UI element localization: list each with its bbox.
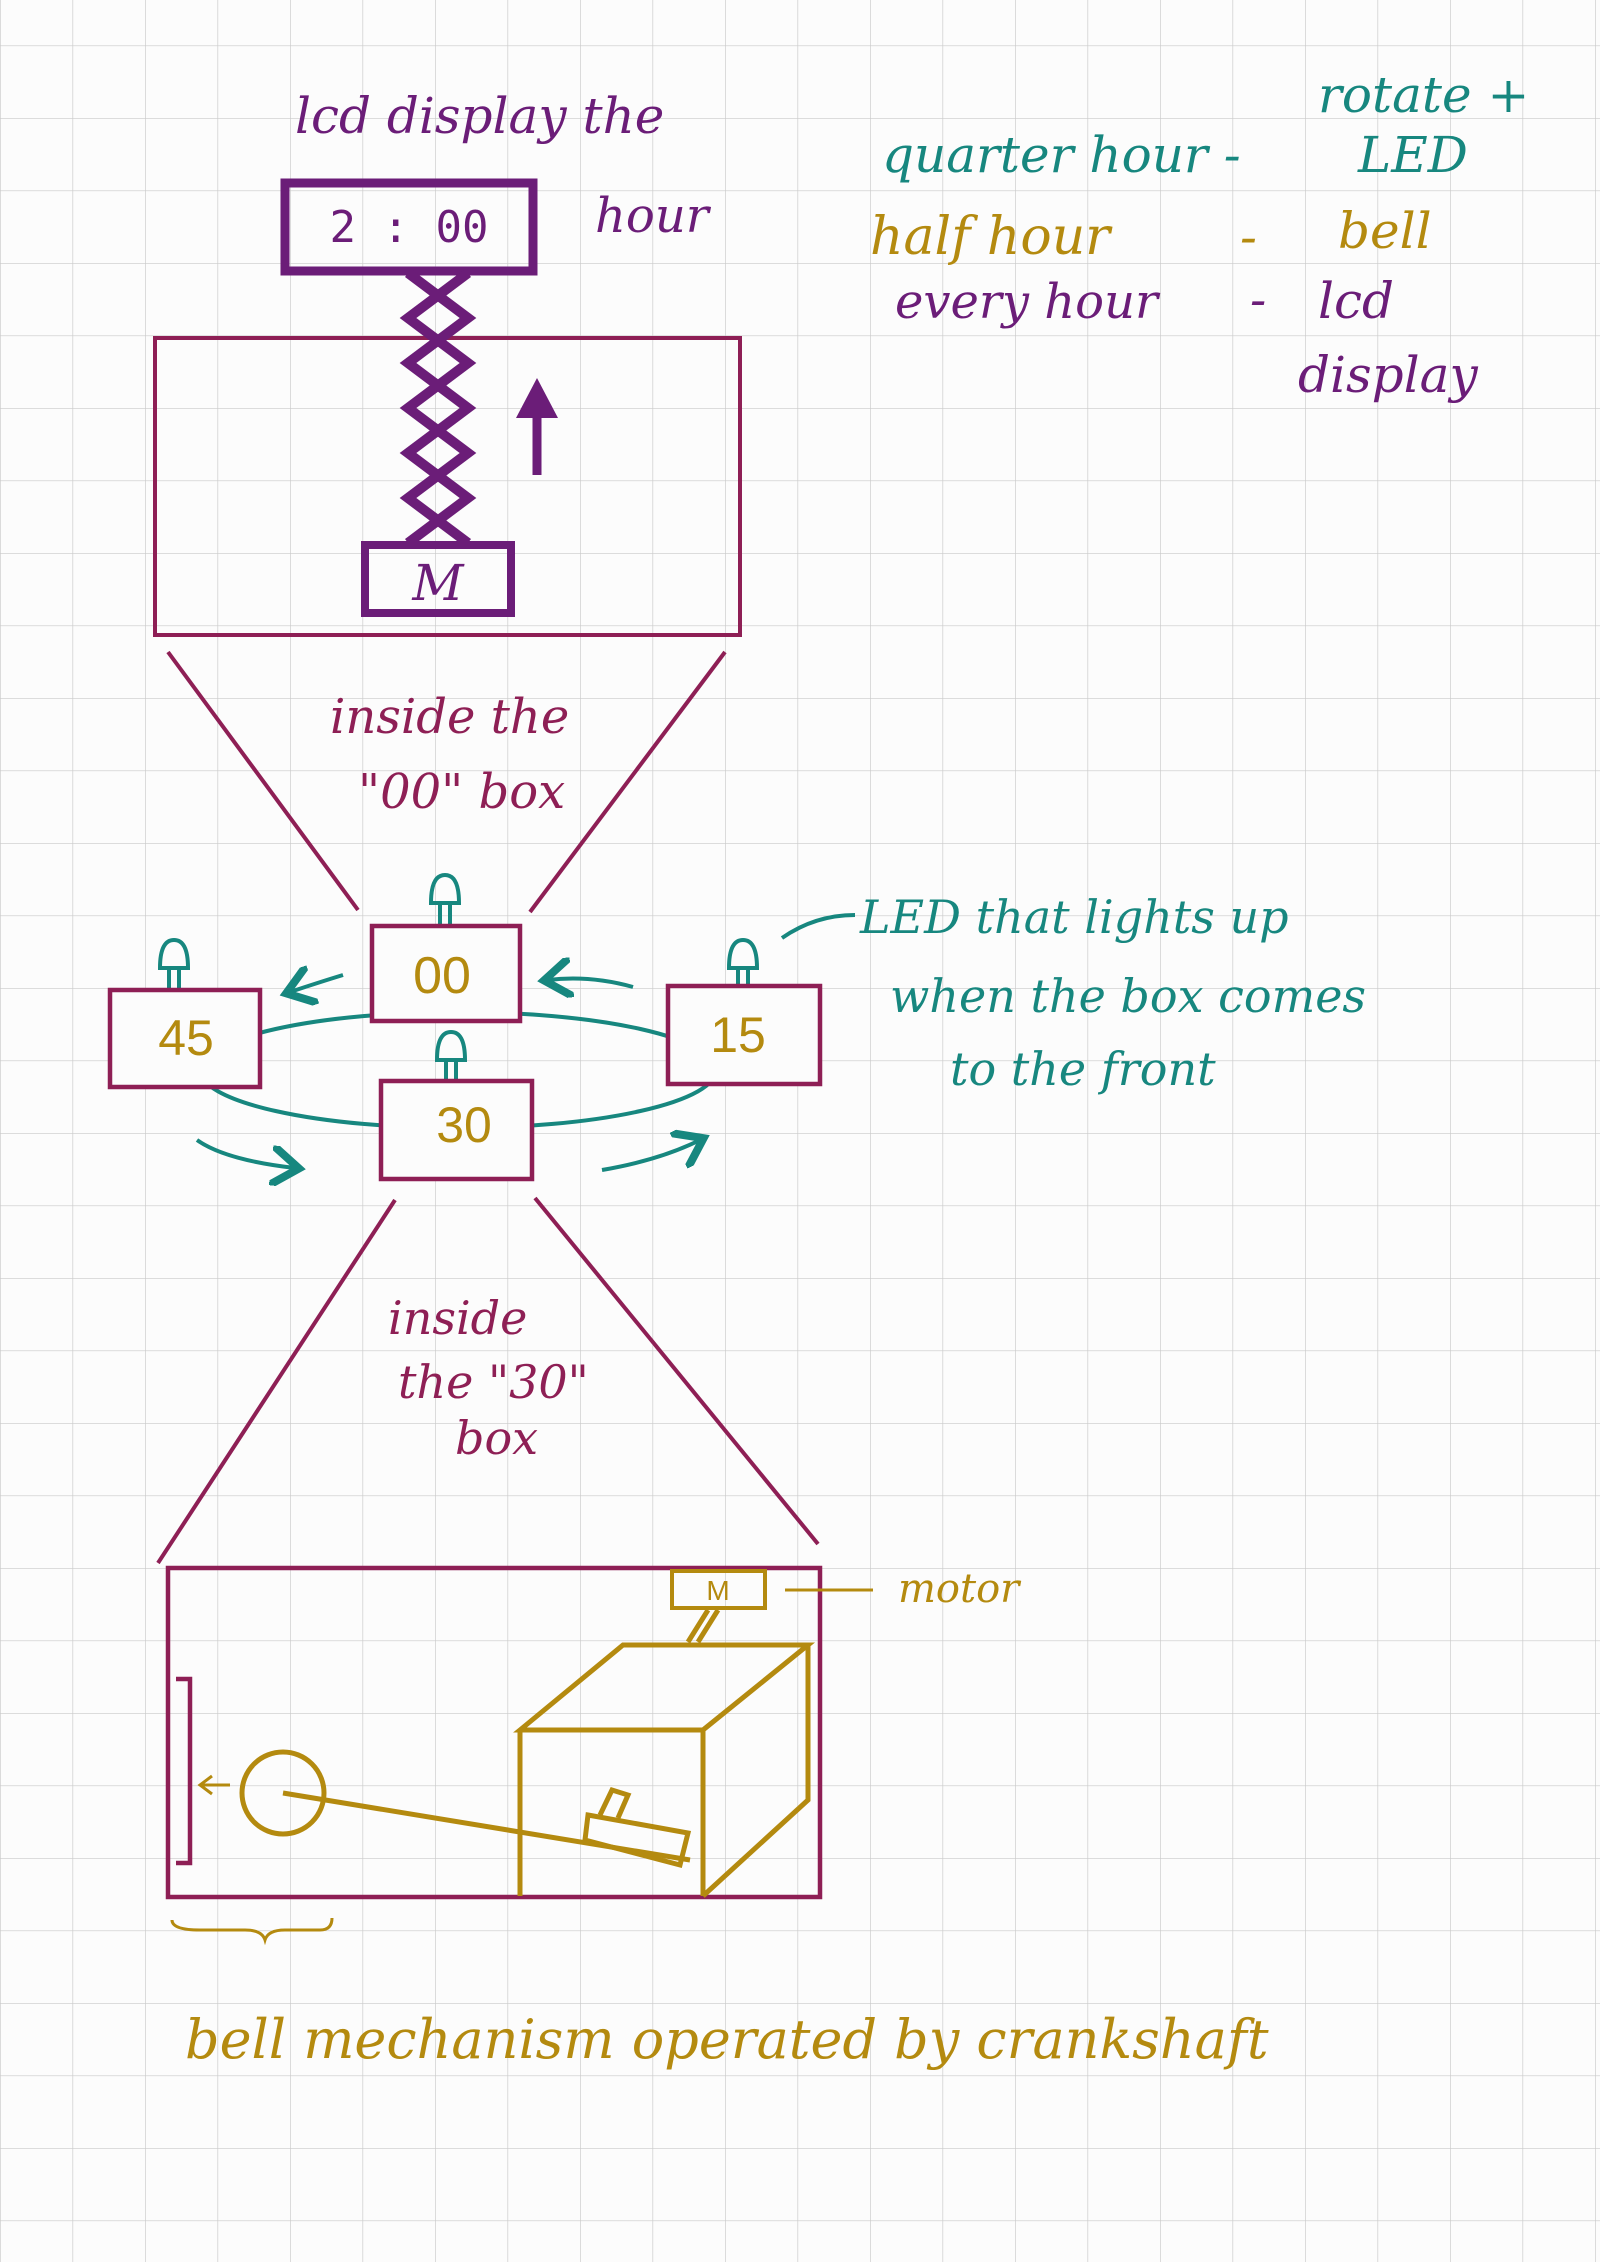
zoom-line-left-bottom (156, 1198, 397, 1565)
legend-every-dash: - (1250, 272, 1266, 328)
zoom-top-line2: "00" box (358, 764, 565, 820)
bell-motor-box (670, 1569, 767, 1610)
zoom-line-left-top (166, 650, 360, 912)
zoom-bottom-line1: inside (388, 1291, 527, 1345)
lcd-display-text: 2 : 00 (330, 202, 489, 253)
box-15 (665, 983, 823, 1087)
bell-motor-label: M (706, 1575, 729, 1606)
led-note-line3: to the front (950, 1042, 1216, 1096)
zoom-line-right-bottom (533, 1196, 820, 1546)
strike-direction-arrow (197, 1774, 230, 1796)
lcd-display-box (280, 178, 538, 276)
lift-motor-label: M (411, 554, 465, 612)
bell-motor-note: motor (898, 1566, 1022, 1612)
box-00-label: 00 (413, 947, 471, 1005)
zoom-top-line1: inside the (330, 689, 569, 745)
box-00 (369, 923, 523, 1024)
box-45-label: 45 (158, 1010, 214, 1066)
bell-striker-circle (239, 1749, 327, 1837)
led-note-leader (780, 913, 856, 940)
lift-up-arrow (516, 378, 558, 475)
legend-half-label: half hour (870, 207, 1113, 267)
lcd-caption-line1: lcd display the (295, 87, 664, 145)
bell-zoom-box (165, 1565, 823, 1900)
lcd-caption-line2: hour (595, 188, 712, 244)
crankshaft (582, 1786, 692, 1869)
legend-every-action-line1: lcd (1318, 272, 1394, 330)
bell-caption: bell mechanism operated by crankshaft (185, 2008, 1269, 2071)
legend-every-action-line2: display (1298, 346, 1478, 404)
box-45 (107, 987, 263, 1090)
led-icon-00 (428, 872, 462, 924)
zoom-bottom-line3: box (455, 1411, 538, 1465)
legend-quarter-action-line1: rotate + (1318, 66, 1529, 124)
bell-brace (170, 1917, 334, 1946)
legend-quarter-label: quarter hour - (882, 126, 1241, 184)
box-15-label: 15 (710, 1007, 766, 1063)
rotate-arrow-right-bottom (601, 1140, 700, 1172)
box-30-label: 30 (436, 1097, 492, 1153)
led-note-line2: when the box comes (890, 969, 1366, 1023)
bell-plate (176, 1676, 193, 1866)
crank-housing-cube (513, 1642, 816, 1898)
rotate-arrow-right-top (548, 979, 634, 987)
rotate-arrow-left-top (290, 975, 344, 992)
connecting-rod (282, 1790, 691, 1863)
scissor-lift (399, 269, 477, 547)
motor-shaft (685, 1608, 721, 1644)
led-icon-45 (157, 937, 191, 990)
rotate-arrow-left-bottom (195, 1138, 295, 1168)
legend-quarter-action-line2: LED (1357, 126, 1468, 184)
led-icon-30 (434, 1029, 468, 1080)
zoom-line-right-top (528, 650, 727, 914)
led-note-line1: LED that lights up (859, 890, 1289, 944)
legend-half-action: bell (1338, 202, 1432, 260)
legend-half-dash: - (1240, 208, 1257, 266)
zoom-bottom-line2: the "30" (398, 1355, 589, 1409)
box-30 (378, 1078, 535, 1182)
legend-every-label: every hour (895, 274, 1161, 330)
lift-motor-box (361, 541, 515, 617)
